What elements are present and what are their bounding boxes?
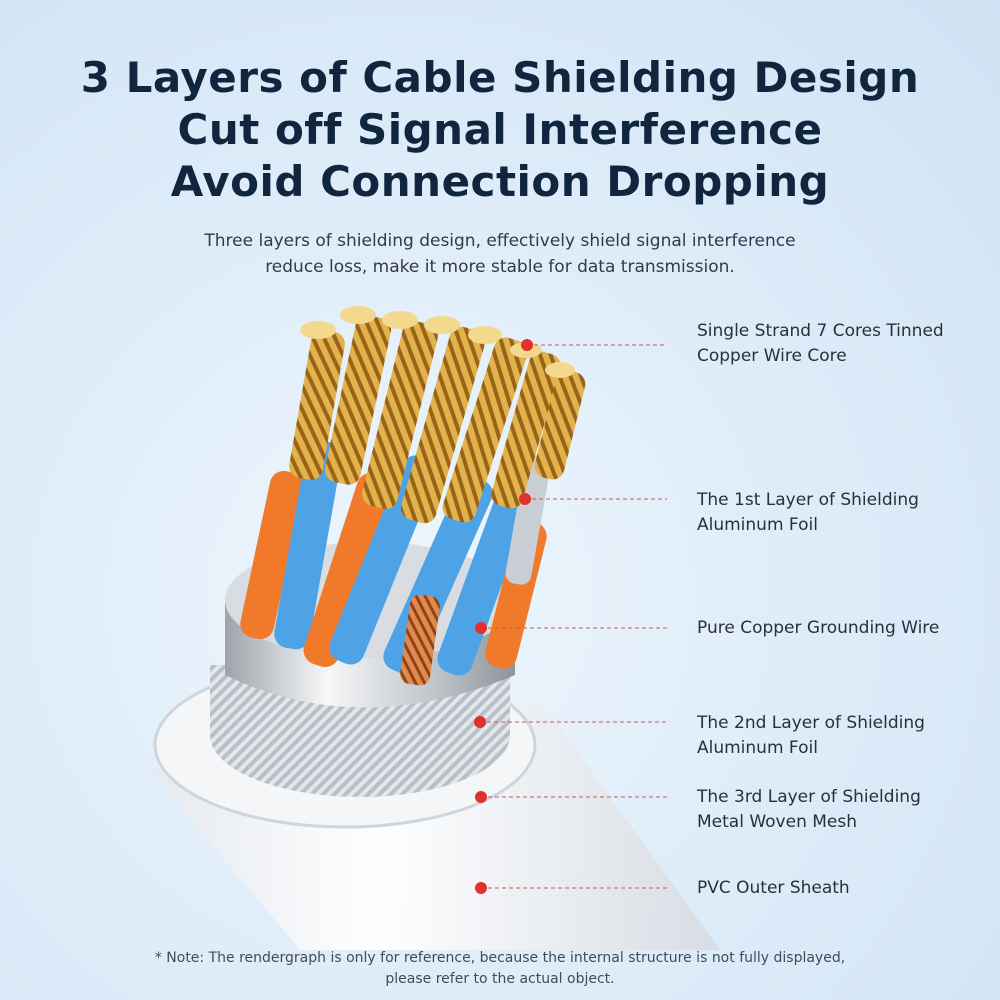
disclaimer-note: * Note: The rendergraph is only for refe… — [0, 948, 1000, 990]
callout-line: Metal Woven Mesh — [697, 812, 858, 832]
description: Three layers of shielding design, effect… — [0, 228, 1000, 280]
callout-line: Single Strand 7 Cores Tinned — [697, 321, 944, 341]
headline-line-1: 3 Layers of Cable Shielding Design — [80, 53, 920, 102]
callout-marker — [475, 622, 487, 634]
callout-line: Pure Copper Grounding Wire — [697, 618, 940, 638]
callout-first-shielding-layer: The 1st Layer of Shielding Aluminum Foil — [697, 488, 997, 538]
note-line-2: please refer to the actual object. — [385, 971, 615, 987]
callout-line: Copper Wire Core — [697, 346, 847, 366]
headline: 3 Layers of Cable Shielding Design Cut o… — [0, 52, 1000, 208]
tinned-copper-cores — [289, 306, 586, 524]
callout-marker — [521, 339, 533, 351]
callout-line: PVC Outer Sheath — [697, 878, 850, 898]
copper-grounding-wire — [400, 594, 440, 686]
callout-marker — [475, 882, 487, 894]
callout-line: The 2nd Layer of Shielding — [697, 713, 925, 733]
callout-grounding-wire: Pure Copper Grounding Wire — [697, 616, 997, 641]
callout-line: Aluminum Foil — [697, 738, 818, 758]
callout-third-shielding-layer: The 3rd Layer of Shielding Metal Woven M… — [697, 785, 997, 835]
callout-pvc-sheath: PVC Outer Sheath — [697, 876, 997, 901]
description-line-1: Three layers of shielding design, effect… — [204, 231, 796, 251]
callout-marker — [474, 716, 486, 728]
callout-marker — [475, 791, 487, 803]
callout-line: Aluminum Foil — [697, 515, 818, 535]
callout-line: The 3rd Layer of Shielding — [697, 787, 921, 807]
note-line-1: * Note: The rendergraph is only for refe… — [154, 950, 846, 966]
callout-line: The 1st Layer of Shielding — [697, 490, 919, 510]
callout-leaders — [474, 339, 667, 894]
headline-line-2: Cut off Signal Interference — [177, 105, 823, 154]
headline-line-3: Avoid Connection Dropping — [170, 157, 830, 206]
callout-second-shielding-layer: The 2nd Layer of Shielding Aluminum Foil — [697, 711, 997, 761]
description-line-2: reduce loss, make it more stable for dat… — [265, 257, 735, 277]
callout-marker — [519, 493, 531, 505]
callout-tinned-copper-core: Single Strand 7 Cores Tinned Copper Wire… — [697, 319, 997, 369]
